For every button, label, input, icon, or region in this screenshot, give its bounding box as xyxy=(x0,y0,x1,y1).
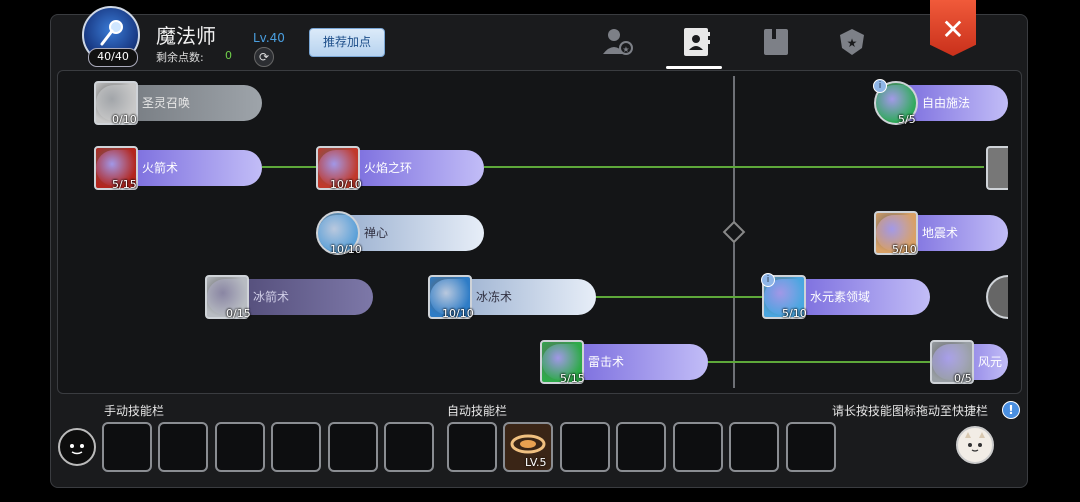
skill-level: 5/15 xyxy=(112,178,137,191)
manual-mode-face-icon[interactable] xyxy=(58,428,96,466)
skill-level: 5/10 xyxy=(892,243,917,256)
close-button[interactable]: ✕ xyxy=(930,0,976,56)
class-name: 魔法师 xyxy=(156,24,216,48)
ice-arrow-icon[interactable] xyxy=(205,275,249,319)
skill-level: 10/10 xyxy=(330,178,362,191)
earthquake-icon xyxy=(510,434,546,454)
fire-ring-icon[interactable] xyxy=(316,146,360,190)
manual-skill-slot[interactable] xyxy=(384,422,434,472)
auto-skill-slot[interactable] xyxy=(729,422,779,472)
skill-level: 0/10 xyxy=(112,113,137,126)
manual-skill-slot[interactable] xyxy=(158,422,208,472)
refresh-icon[interactable]: ⟳ xyxy=(254,47,274,67)
manual-skill-bar-label: 手动技能栏 xyxy=(104,404,165,418)
manual-skill-slot[interactable] xyxy=(102,422,152,472)
skill-level: 0/5 xyxy=(954,372,972,385)
book-icon xyxy=(764,29,788,55)
skill-name: 火箭术 xyxy=(142,161,179,175)
skill-name: 地震术 xyxy=(922,226,959,240)
tab-book[interactable] xyxy=(760,26,800,58)
tab-character[interactable]: ★ xyxy=(600,26,640,58)
lightning-icon[interactable] xyxy=(540,340,584,384)
remaining-points-label: 剩余点数: xyxy=(156,51,204,64)
skill-name: 冰冻术 xyxy=(476,290,513,304)
skill-level: 5/15 xyxy=(560,372,585,385)
fire-arrow-icon[interactable] xyxy=(94,146,138,190)
meditation-icon[interactable] xyxy=(316,211,360,255)
remaining-points-value: 0 xyxy=(225,49,232,62)
holy-summon-icon[interactable] xyxy=(94,81,138,125)
auto-skill-slot[interactable] xyxy=(560,422,610,472)
skill-connector xyxy=(708,361,930,363)
help-icon[interactable]: ! xyxy=(1002,401,1020,419)
locked-skill-icon[interactable] xyxy=(986,146,1008,190)
skill-name: 圣灵召唤 xyxy=(142,96,191,110)
avatar-points: 40/40 xyxy=(88,48,138,67)
svg-text:★: ★ xyxy=(622,45,629,54)
wind-element-icon[interactable] xyxy=(930,340,974,384)
skill-name: 水元素领域 xyxy=(810,290,871,304)
skill-name: 雷击术 xyxy=(588,355,625,369)
skill-tree[interactable] xyxy=(57,70,1022,394)
tab-emblem[interactable]: ★ xyxy=(834,26,874,58)
tab-skills[interactable] xyxy=(666,26,722,69)
skill-level: 5/5 xyxy=(898,113,916,126)
cat-face-icon xyxy=(965,432,985,452)
recommend-points-button[interactable]: 推荐加点 xyxy=(309,28,385,57)
auto-skill-slot-equipped[interactable]: LV.5 xyxy=(503,422,553,472)
auto-skill-slot[interactable] xyxy=(673,422,723,472)
info-badge-icon: i xyxy=(761,273,775,287)
skill-name: 火焰之环 xyxy=(364,161,413,175)
player-level: Lv.40 xyxy=(253,31,285,45)
earthquake-icon[interactable] xyxy=(874,211,918,255)
emblem-icon: ★ xyxy=(840,29,864,55)
skill-connector xyxy=(484,166,984,168)
freeze-icon[interactable] xyxy=(428,275,472,319)
skill-name: 冰箭术 xyxy=(253,290,290,304)
auto-skill-bar-label: 自动技能栏 xyxy=(447,404,508,418)
cat-face-icon xyxy=(70,444,84,455)
skill-name: 禅心 xyxy=(364,226,389,240)
skill-book-icon xyxy=(684,28,710,56)
mage-staff-icon xyxy=(100,20,123,46)
skill-name: 自由施法 xyxy=(922,96,971,110)
skill-name: 风元 xyxy=(978,355,1003,369)
manual-skill-slot[interactable] xyxy=(215,422,265,472)
skill-level: 10/10 xyxy=(330,243,362,256)
svg-text:★: ★ xyxy=(847,36,858,50)
auto-skill-slot[interactable] xyxy=(616,422,666,472)
equipped-skill-level: LV.5 xyxy=(525,456,547,469)
drag-hint: 请长按技能图标拖动至快捷栏 xyxy=(832,404,989,418)
auto-mode-face-icon[interactable] xyxy=(956,426,994,464)
manual-skill-slot[interactable] xyxy=(271,422,321,472)
skill-level: 0/15 xyxy=(226,307,251,320)
skill-pill[interactable]: 水元素领域 xyxy=(764,279,930,315)
manual-skill-slot[interactable] xyxy=(328,422,378,472)
info-badge-icon: i xyxy=(873,79,887,93)
auto-skill-slot[interactable] xyxy=(447,422,497,472)
skill-connector xyxy=(262,166,318,168)
skill-level: 5/10 xyxy=(782,307,807,320)
skill-level: 10/10 xyxy=(442,307,474,320)
skill-connector xyxy=(596,296,762,298)
auto-skill-slot[interactable] xyxy=(786,422,836,472)
character-icon: ★ xyxy=(603,29,633,55)
